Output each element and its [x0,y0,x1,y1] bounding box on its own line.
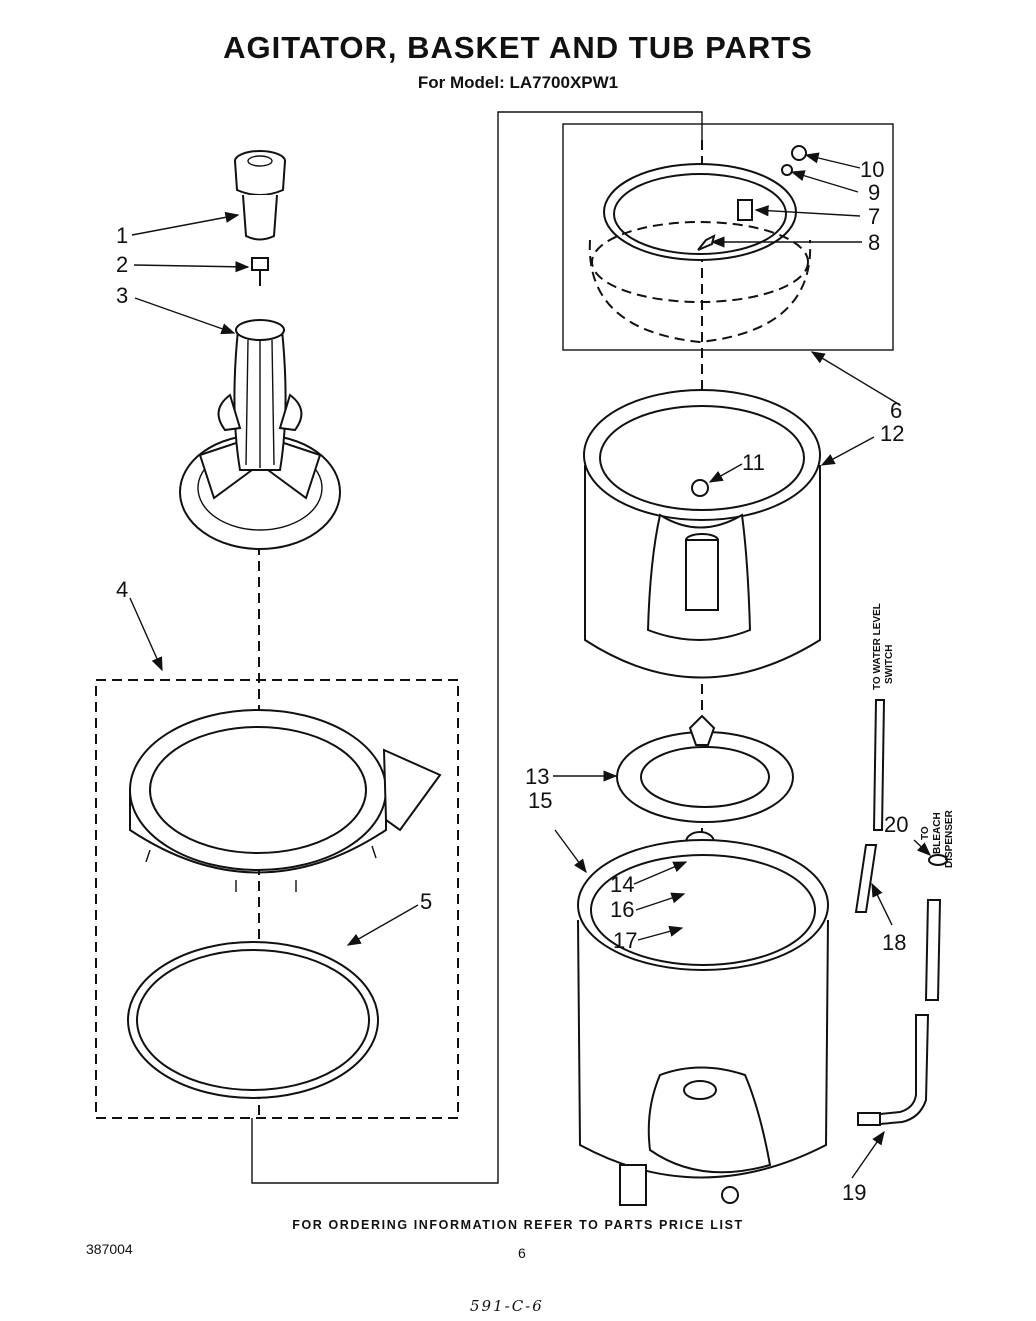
callout-6: 6 [890,398,902,423]
callout-2: 2 [116,252,128,277]
tub-seal [127,941,379,1099]
bleach-label-1: TO [920,826,931,840]
agitator-body [179,319,341,550]
tub-cover-ring [588,163,812,344]
callout-5: 5 [420,889,432,914]
drive-bell [616,714,794,823]
callout-1: 1 [116,223,128,248]
handwritten-note: 591-C-6 [470,1297,544,1315]
callout-12: 12 [880,421,904,446]
callout-16: 16 [610,897,634,922]
outer-tub [577,839,829,1206]
hoses [854,699,948,1126]
callout-7: 7 [868,204,880,229]
agitator-bolt [251,257,269,286]
assembly-route-line [251,111,703,1184]
callout-14: 14 [610,872,634,897]
callout-20: 20 [884,812,908,837]
document-number: 387004 [86,1241,133,1257]
callout-4: 4 [116,577,128,602]
callout-9: 9 [868,180,880,205]
bleach-label-2: BLEACH [932,812,943,854]
callout-15: 15 [528,788,552,813]
wash-basket [583,389,821,679]
page-title: AGITATOR, BASKET AND TUB PARTS [223,30,813,65]
callout-8: 8 [868,230,880,255]
water-level-label-1: TO WATER LEVEL [872,603,883,690]
bleach-label-3: DISPENSER [944,809,955,868]
tub-ring [129,709,442,892]
cover-fasteners [697,145,807,251]
part4-box [95,679,459,1119]
callout-10: 10 [860,157,884,182]
ordering-info-note: FOR ORDERING INFORMATION REFER TO PARTS … [292,1218,744,1232]
callout-3: 3 [116,283,128,308]
callout-13: 13 [525,764,549,789]
water-level-label-2: SWITCH [884,645,895,684]
callout-19: 19 [842,1180,866,1205]
agitator-cap [234,150,286,241]
part6-box [562,123,894,351]
callout-18: 18 [882,930,906,955]
leader-arrows [129,152,932,1179]
callout-11: 11 [742,450,765,475]
model-subtitle: For Model: LA7700XPW1 [417,73,619,92]
page-number: 6 [518,1245,526,1261]
callout-17: 17 [613,928,637,953]
